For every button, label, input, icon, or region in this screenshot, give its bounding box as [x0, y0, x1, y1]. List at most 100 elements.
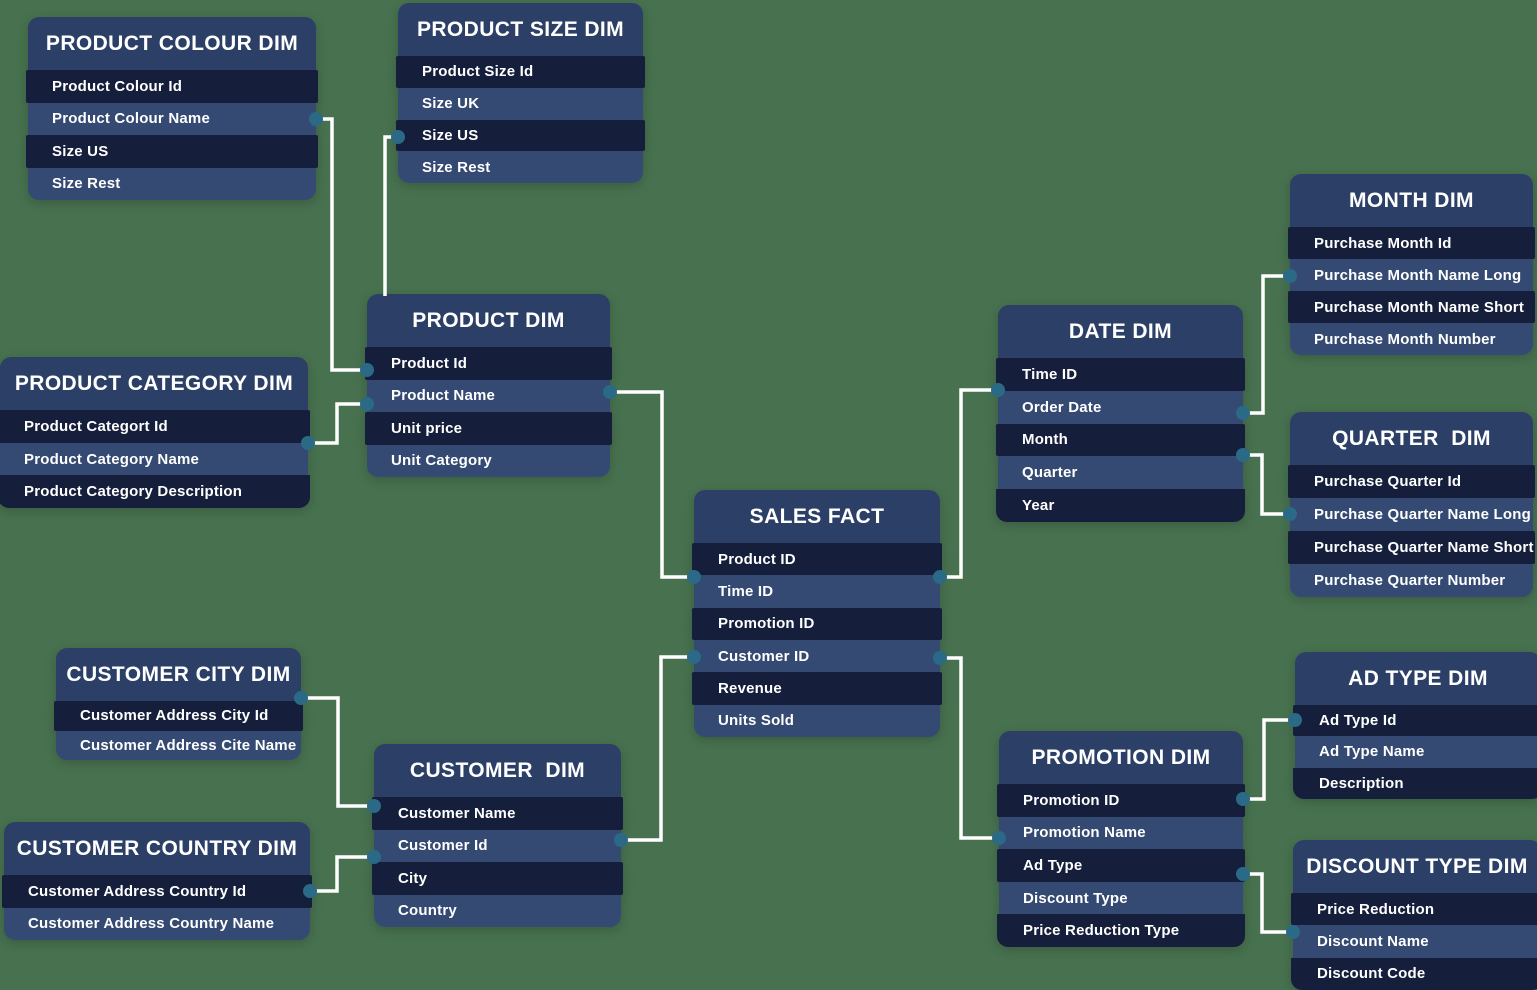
- field-row[interactable]: Discount Type: [999, 881, 1243, 915]
- table-title-customer-country-dim: CUSTOMER COUNTRY DIM: [4, 822, 310, 875]
- field-label: Size Rest: [422, 158, 491, 176]
- field-row[interactable]: Purchase Month Number: [1290, 323, 1533, 355]
- field-row[interactable]: Size UK: [398, 87, 643, 120]
- field-row[interactable]: Product ID: [692, 543, 942, 576]
- connector-line: [316, 117, 367, 372]
- field-row[interactable]: Units Sold: [694, 704, 940, 737]
- field-label: Customer Address City Id: [80, 707, 269, 725]
- field-row[interactable]: Size US: [396, 119, 645, 152]
- field-row[interactable]: Country: [374, 894, 621, 927]
- field-row[interactable]: Quarter: [998, 456, 1243, 490]
- field-row[interactable]: Customer ID: [694, 639, 940, 673]
- field-row[interactable]: Year: [996, 489, 1245, 522]
- field-label: Purchase Month Name Short: [1314, 298, 1525, 316]
- field-row[interactable]: Product Colour Name: [28, 102, 316, 135]
- table-title-customer-city-dim: CUSTOMER CITY DIM: [56, 648, 301, 701]
- field-row[interactable]: Size Rest: [28, 167, 316, 200]
- connector-product-categort-id--product-name: [301, 397, 374, 450]
- table-title-sales-fact: SALES FACT: [694, 490, 940, 543]
- field-row[interactable]: Price Reduction: [1291, 893, 1537, 926]
- field-row[interactable]: Promotion ID: [997, 784, 1245, 817]
- table-title-discount-type-dim: DISCOUNT TYPE DIM: [1293, 840, 1537, 893]
- field-row[interactable]: Purchase Month Id: [1288, 227, 1535, 259]
- field-row[interactable]: City: [372, 862, 623, 895]
- field-row[interactable]: Purchase Quarter Name Long: [1290, 498, 1533, 531]
- field-row[interactable]: Product Category Description: [0, 475, 310, 509]
- field-row[interactable]: Description: [1293, 767, 1537, 799]
- field-row[interactable]: Purchase Month Name Short: [1288, 291, 1535, 323]
- connector-line: [1243, 718, 1295, 801]
- table-customer-city-dim[interactable]: CUSTOMER CITY DIM Customer Address City …: [54, 648, 303, 760]
- field-row[interactable]: Promotion Name: [999, 816, 1243, 850]
- connector-line: [940, 656, 999, 840]
- table-sales-fact[interactable]: SALES FACT Product ID Time ID Promotion ID…: [692, 490, 942, 737]
- field-row[interactable]: Price Reduction Type: [997, 914, 1245, 947]
- field-row[interactable]: Unit Category: [367, 444, 610, 477]
- table-fields-product-category-dim: Product Categort Id Product Category Name…: [0, 410, 310, 509]
- field-row[interactable]: Purchase Quarter Id: [1288, 465, 1535, 498]
- field-row[interactable]: Product Colour Id: [26, 70, 318, 103]
- connector-line: [621, 655, 694, 842]
- field-label: Product Colour Id: [52, 77, 183, 95]
- field-row[interactable]: Purchase Month Name Long: [1290, 259, 1533, 291]
- field-row[interactable]: Product Categort Id: [0, 410, 310, 443]
- field-row[interactable]: Ad Type Name: [1295, 736, 1537, 768]
- field-row[interactable]: Product Id: [365, 347, 612, 380]
- field-row[interactable]: Customer Address Cite Name: [56, 730, 301, 760]
- table-title-product-size-dim: PRODUCT SIZE DIM: [398, 3, 643, 56]
- field-row[interactable]: Product Name: [367, 379, 610, 412]
- field-row[interactable]: Size US: [26, 135, 318, 168]
- connector-line: [308, 402, 367, 445]
- table-fields-customer-city-dim: Customer Address City Id Customer Address…: [54, 701, 303, 760]
- field-row[interactable]: Revenue: [692, 672, 942, 705]
- field-row[interactable]: Discount Code: [1291, 957, 1537, 990]
- field-row[interactable]: Time ID: [996, 358, 1245, 391]
- table-product-category-dim[interactable]: PRODUCT CATEGORY DIM Product Categort Id…: [0, 357, 310, 509]
- field-row[interactable]: Customer Id: [374, 829, 621, 862]
- field-label: Revenue: [718, 679, 782, 697]
- field-row[interactable]: Discount Name: [1293, 925, 1537, 958]
- field-label: Purchase Quarter Number: [1314, 572, 1506, 589]
- table-title-month-dim: MONTH DIM: [1290, 174, 1533, 227]
- table-title-product-colour-dim: PRODUCT COLOUR DIM: [28, 17, 316, 70]
- field-label: Customer Name: [398, 804, 516, 822]
- field-row[interactable]: Size Rest: [398, 151, 643, 183]
- field-label: Purchase Quarter Name Short: [1314, 539, 1534, 556]
- field-row[interactable]: Ad Type Id: [1293, 705, 1537, 737]
- table-customer-country-dim[interactable]: CUSTOMER COUNTRY DIM Customer Address Co…: [2, 822, 312, 940]
- field-row[interactable]: Product Size Id: [396, 56, 645, 88]
- field-row[interactable]: Order Date: [998, 390, 1243, 424]
- field-row[interactable]: Customer Address Country Name: [4, 907, 310, 940]
- table-title-customer-dim: CUSTOMER DIM: [374, 744, 621, 797]
- connector-line: [301, 696, 374, 808]
- field-row[interactable]: Purchase Quarter Number: [1290, 564, 1533, 597]
- field-row[interactable]: Ad Type: [997, 849, 1245, 882]
- field-row[interactable]: Product Category Name: [0, 442, 308, 476]
- field-row[interactable]: Customer Address Country Id: [2, 875, 312, 908]
- field-label: Product Category Name: [24, 450, 200, 468]
- field-row[interactable]: Promotion ID: [692, 607, 942, 640]
- field-label: Time ID: [718, 582, 774, 600]
- field-row[interactable]: Purchase Quarter Name Short: [1288, 531, 1535, 564]
- field-label: Size UK: [422, 95, 480, 113]
- field-row[interactable]: Unit price: [365, 412, 612, 445]
- field-row[interactable]: Time ID: [694, 575, 940, 608]
- field-row[interactable]: Month: [996, 423, 1245, 457]
- table-product-size-dim[interactable]: PRODUCT SIZE DIM Product Size Id Size UK S…: [396, 3, 645, 183]
- field-row[interactable]: Customer Address City Id: [54, 701, 303, 731]
- field-row[interactable]: Customer Name: [372, 797, 623, 830]
